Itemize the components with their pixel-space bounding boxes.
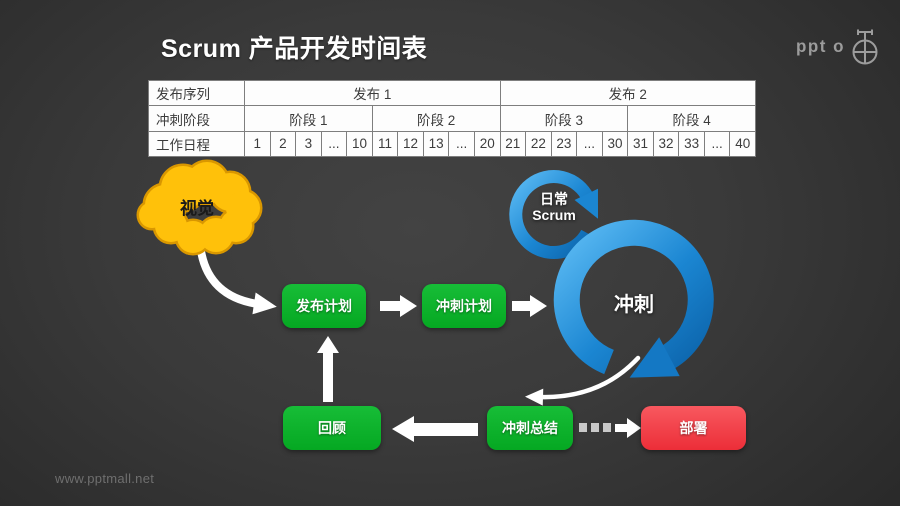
node-sprint-plan: 冲刺计划 (422, 284, 506, 328)
node-review: 回顾 (283, 406, 381, 450)
arrow-summary-to-review (392, 416, 478, 442)
vision-cloud: 视觉 (136, 159, 263, 256)
timeline-cell: 阶段 4 (627, 105, 757, 132)
timeline-cell: 2 (269, 130, 297, 158)
timeline-cell: 10 (346, 130, 373, 158)
vision-cloud-label: 视觉 (180, 198, 214, 218)
timeline-cell: 1 (244, 130, 271, 158)
arrow-release-to-sprint-plan (380, 295, 417, 317)
timeline-cell: 33 (678, 130, 705, 158)
timeline-cell: ... (576, 130, 603, 158)
daily-scrum-cycle-arrow (509, 170, 599, 260)
brand-logo: ppt o (796, 28, 880, 66)
sprint-cycle-arrow (553, 219, 714, 378)
timeline-cell: ... (703, 130, 731, 158)
arrow-vision-to-release-plan (197, 247, 277, 315)
timeline-cell: 阶段 2 (371, 105, 501, 132)
node-release-plan: 发布计划 (282, 284, 366, 328)
node-deploy: 部署 (641, 406, 746, 450)
timeline-cell: 30 (601, 130, 629, 158)
timeline-cell: 发布 2 (499, 79, 757, 107)
timeline-cell: 阶段 3 (499, 105, 629, 132)
timeline-cell: 40 (729, 130, 757, 158)
timeline-cell: ... (448, 130, 475, 158)
brand-logo-text: ppt o (795, 36, 845, 57)
arrow-summary-to-deploy (579, 418, 641, 438)
timeline-cell: 13 (422, 130, 450, 158)
timeline-cell: 12 (397, 130, 424, 158)
arrow-sprint-plan-to-sprint (512, 295, 547, 317)
timeline-cell: 31 (627, 130, 654, 158)
timeline-cell: 21 (499, 130, 527, 158)
timeline-cell: 20 (473, 130, 501, 158)
timeline-cell: 22 (525, 130, 552, 158)
timeline-row-header: 工作日程 (148, 130, 245, 158)
watermark-url: www.pptmall.net (55, 471, 155, 486)
arrow-sprint-to-summary (525, 355, 641, 406)
timeline-cell: 3 (295, 130, 322, 158)
timeline-cell: 阶段 1 (244, 105, 373, 132)
stopwatch-icon (852, 29, 878, 65)
timeline-cell: 发布 1 (244, 79, 501, 107)
page-title: Scrum 产品开发时间表 (161, 35, 428, 63)
timeline-cell: ... (320, 130, 348, 158)
timeline-cell: 11 (371, 130, 399, 158)
timeline-cell: 32 (652, 130, 680, 158)
timeline-cell: 23 (550, 130, 578, 158)
timeline-row-header: 发布序列 (148, 79, 245, 107)
arrow-review-to-release-plan (317, 336, 339, 402)
timeline-row-header: 冲刺阶段 (148, 105, 245, 132)
node-sprint-summary: 冲刺总结 (487, 406, 573, 450)
